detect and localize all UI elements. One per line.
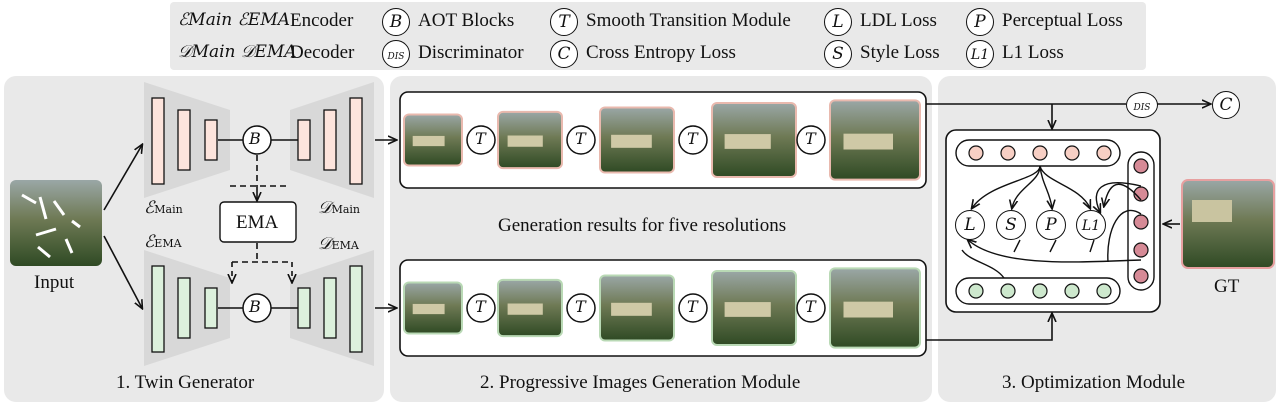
- ldl-loss-node: L: [955, 210, 985, 240]
- main-thumbnail-car: [724, 134, 771, 149]
- panel-title-twin: 1. Twin Generator: [116, 372, 255, 393]
- node-gt: [1133, 242, 1149, 258]
- encoder-main-label: ℰMain: [144, 198, 183, 218]
- input-label: Input: [34, 272, 75, 293]
- smooth-transition-icon: [796, 293, 826, 323]
- smooth-transition-glyph: T: [475, 297, 486, 316]
- node-main: [1064, 145, 1080, 161]
- legend-stm-icon: T: [550, 8, 578, 36]
- node-gt: [1133, 268, 1149, 284]
- cross-entropy-node: C: [1212, 91, 1240, 119]
- legend-ce-icon: C: [550, 40, 578, 68]
- smooth-transition-glyph: T: [805, 129, 816, 148]
- perceptual-loss-node: P: [1036, 210, 1066, 240]
- style-loss-node: S: [996, 210, 1026, 240]
- decoder-main-label: 𝒟Main: [318, 198, 361, 218]
- ema-thumbnail-car: [843, 301, 893, 318]
- aot-block-ema: [242, 293, 272, 323]
- input-image: [10, 180, 102, 266]
- smooth-transition-icon: [678, 125, 708, 155]
- legend-decoder-symbols: 𝒟Main 𝒟EMA: [178, 42, 297, 62]
- ema-thumbnail-car: [724, 302, 771, 317]
- encoder-ema-label: ℰEMA: [144, 232, 182, 252]
- smooth-transition-glyph: T: [805, 297, 816, 316]
- smooth-transition-glyph: T: [575, 297, 586, 316]
- thumbs-main: [403, 99, 921, 181]
- main-thumbnail-car: [412, 135, 445, 147]
- smooth-transition-icon: [796, 125, 826, 155]
- legend-encoder-symbols: ℰMain ℰEMA: [178, 10, 291, 30]
- node-ema: [1032, 283, 1048, 299]
- thumbs-ema: [403, 267, 921, 349]
- legend-ce-label: Cross Entropy Loss: [586, 42, 736, 63]
- ema-thumbnail-car: [611, 302, 652, 316]
- legend-l1-label: L1 Loss: [1002, 42, 1064, 63]
- ema-label: EMA: [236, 212, 279, 233]
- smooth-transition-glyph: T: [687, 297, 698, 316]
- node-gt: [1133, 186, 1149, 202]
- aot-ema-glyph: B: [249, 297, 261, 316]
- node-ema: [1064, 283, 1080, 299]
- legend-l1-icon: L1: [966, 40, 994, 68]
- node-ema: [1096, 283, 1112, 299]
- legend-discriminator-icon: DIS: [382, 40, 410, 68]
- legend-ldl-label: LDL Loss: [860, 10, 937, 31]
- node-main: [1096, 145, 1112, 161]
- smooth-transition-icon: [678, 293, 708, 323]
- main-thumbnail-car: [611, 134, 652, 148]
- decoder-ema: [290, 250, 374, 366]
- ema-box: [219, 201, 297, 243]
- legend-decoder-label: Decoder: [290, 42, 355, 63]
- legend-style-icon: S: [824, 40, 852, 68]
- legend-discriminator-label: Discriminator: [418, 42, 524, 63]
- panel-title-optimization: 3. Optimization Module: [1002, 372, 1186, 393]
- l1-loss-node: L1: [1076, 210, 1106, 240]
- legend-stm-label: Smooth Transition Module: [586, 10, 791, 31]
- smooth-transition-glyph: T: [575, 129, 586, 148]
- aot-block-main: [242, 125, 272, 155]
- smooth-transition-icon: [566, 125, 596, 155]
- node-gt: [1133, 214, 1149, 230]
- ema-thumbnail-car: [507, 303, 543, 315]
- ema-thumbnail-car: [412, 303, 445, 315]
- node-ema: [1000, 283, 1016, 299]
- smooth-transition-icon: [466, 293, 496, 323]
- main-thumbnail-car: [507, 135, 543, 147]
- legend-style-label: Style Loss: [860, 42, 940, 63]
- node-gt: [1133, 158, 1149, 174]
- smooth-transition-icon: [566, 293, 596, 323]
- encoder-ema: [144, 250, 230, 366]
- encoder-main: [144, 82, 230, 198]
- smooth-transition-icon: [466, 125, 496, 155]
- legend-perceptual-icon: P: [966, 8, 994, 36]
- smooth-transition-glyph: T: [475, 129, 486, 148]
- feature-nodes: [968, 145, 1149, 299]
- node-ema: [968, 283, 984, 299]
- node-main: [1032, 145, 1048, 161]
- panel-title-progressive: 2. Progressive Images Generation Module: [480, 372, 801, 393]
- legend-perceptual-label: Perceptual Loss: [1002, 10, 1123, 31]
- legend-ldl-icon: L: [824, 8, 852, 36]
- legend-aot-label: AOT Blocks: [418, 10, 515, 31]
- aot-main-glyph: B: [249, 129, 261, 148]
- discriminator-node: DIS: [1126, 92, 1158, 118]
- generation-results-label: Generation results for five resolutions: [498, 215, 787, 236]
- gt-image: [1181, 179, 1275, 269]
- decoder-main: [290, 82, 374, 198]
- smooth-transition-glyph: T: [687, 129, 698, 148]
- decoder-ema-label: 𝒟EMA: [318, 234, 359, 254]
- main-thumbnail-car: [843, 133, 893, 150]
- node-main: [1000, 145, 1016, 161]
- legend-aot-icon: B: [382, 8, 410, 36]
- legend-encoder-label: Encoder: [290, 10, 354, 31]
- node-main: [968, 145, 984, 161]
- gt-label: GT: [1214, 276, 1240, 297]
